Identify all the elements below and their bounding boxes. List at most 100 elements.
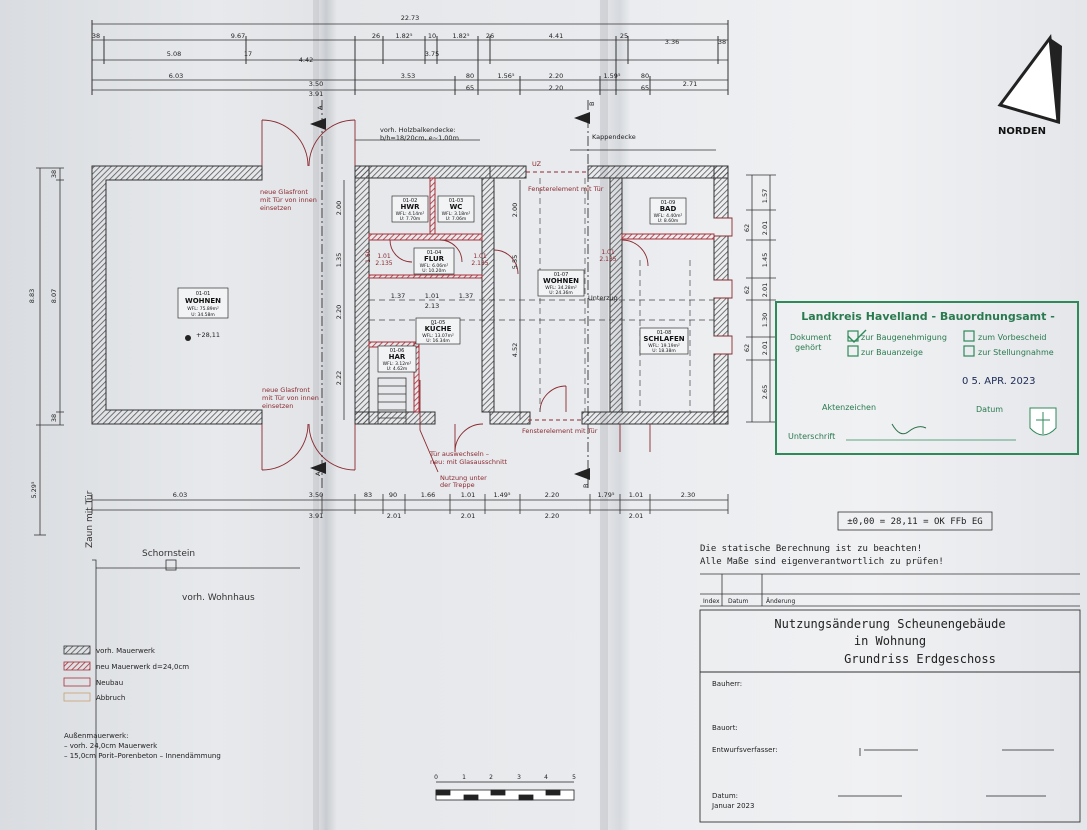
dim-top: 3.53 [401,72,415,80]
room-area: WFL: 3.12m² [383,361,412,367]
room-area: WFL: 13.07m² [422,333,454,339]
room-label-boxes [177,195,689,373]
dim-bottom: 1.01 [629,491,643,499]
dim-inner: 1.37 [459,292,473,300]
legend-demolition: Abbruch [96,694,125,702]
door-swings [261,119,733,471]
dimension-chains-bottom [91,494,729,514]
note-glass-front-top: einsetzen [260,204,291,212]
room-name: HAR [389,353,406,361]
dim-top: 1.82⁵ [452,32,469,40]
dim-bottom: 2.01 [387,512,401,520]
stamp-file-label: Aktenzeichen [822,403,876,412]
note-glass-front-bottom: mit Tür von innen [262,394,319,402]
note-door-replace: Tür auswechseln – [429,450,489,458]
legend-existing: vorh. Mauerwerk [96,647,156,655]
stamp-border [775,301,1079,455]
north-label: NORDEN [998,126,1046,137]
drawing-title: Grundriss Erdgeschoss [844,652,996,666]
dim-top: 26 [486,32,494,40]
stamp-option: zur Stellungnahme [978,348,1054,357]
note-unterzug: Unterzug [588,294,618,302]
paper-fold [313,0,319,830]
level-box [837,511,993,531]
dim-bottom: 2.20 [545,491,559,499]
scale-label: 3 [517,774,521,781]
dim-bottom: 1.79⁵ [597,491,614,499]
dim-bottom: 6.03 [173,491,187,499]
note-dimensions: Alle Maße sind eigenverantwortlich zu pr… [700,557,944,567]
dim-bottom: 3.50 [309,491,323,499]
dim-bottom: 1.01 [461,491,475,499]
dim-bottom: 2.01 [461,512,475,520]
wall-spec-title: Außenmauerwerk: [64,732,128,740]
dim-left: 8.83 [28,289,36,303]
title-block-stamps [838,748,1054,797]
title-block-frame [699,609,1081,823]
dimension-chains-right [746,174,776,423]
room-perimeter: U: 10.20m [422,268,446,274]
stamp-title: Landkreis Havelland - Bauordnungsamt - [801,310,1055,323]
room-perimeter: U: 34.58m [191,312,215,318]
dim-left: 5.29⁵ [30,481,38,498]
stamp-signature-label: Unterschrift [788,432,835,441]
dim-right: 62 [743,286,751,294]
label-chimney: Schornstein [142,549,195,559]
room-name: SCHLAFEN [643,335,684,343]
existing-walls-left [91,165,263,425]
dim-overall: 22.73 [401,14,420,22]
note-glass-front-top: neue Glasfront [260,188,308,196]
dim-top: 4.41 [549,32,563,40]
room-number: 01-02 [403,198,418,204]
dim-bottom: 1.66 [421,491,435,499]
room-name: BAD [660,205,677,213]
room-number: 01-04 [427,250,442,256]
room-area: WFL: 6.06m² [420,263,449,269]
room-area: WFL: 4.40m² [654,213,683,219]
room-number: 01-06 [390,348,405,354]
stamp-option: zur Baugenehmigung [861,333,947,342]
section-lines [321,100,589,490]
dim-top: 1.56⁵ [497,72,514,80]
room-name: KÜCHE [425,324,452,333]
room-name: WOHNEN [543,277,579,285]
scale-label: 4 [544,774,548,781]
section-label: B [582,484,590,488]
dim-top: 3.91 [309,90,323,98]
room-number: 01-03 [449,198,464,204]
stair [377,377,407,425]
note-ceiling: b/h=18/20cm, e~1,00m [380,134,459,142]
dimension-ticks-top [91,20,729,95]
stamp-option: zur Bauanzeige [861,348,923,357]
coat-of-arms-icon [1029,407,1057,436]
label-neighbour-house: vorh. Wohnhaus [182,593,255,603]
dim-inner: 1.37 [391,292,405,300]
label-site: Bauort: [712,724,738,732]
stamp-doc-label: Dokument [790,333,831,342]
dim-bottom: 2.30 [681,491,695,499]
room-name: WOHNEN [185,297,221,305]
note-door-replace: neu: mit Glasausschnitt [430,458,508,466]
note-glass-front-bottom: einsetzen [262,402,293,410]
dim-bottom: 83 [364,491,372,499]
note-statics: Die statische Berechnung ist zu beachten… [700,544,922,554]
dim-top: 6.03 [169,72,183,80]
room-name: WC [450,203,463,211]
dim-top: 3.50 [309,80,323,88]
scale-bar [435,781,575,801]
scale-label: 5 [572,774,576,781]
note-glass-front-top: mit Tür von innen [260,196,317,204]
dim-inner: 1.01 [425,292,439,300]
dim-right: 2.65 [761,385,769,399]
legend-new-build: Neubau [96,679,123,687]
room-number: 01-01 [196,291,211,297]
project-title: Nutzungsänderung Scheunengebäude [774,617,1005,631]
site-lines [92,559,300,830]
room-perimeter: U: 7.70m [400,216,421,222]
dim-bottom: 1.49⁵ [493,491,510,499]
dim-left: 1.35 [335,253,343,267]
dim-top: 2.71 [683,80,697,88]
dim-bottom: 2.20 [545,512,559,520]
dim-top: 65 [641,84,649,92]
